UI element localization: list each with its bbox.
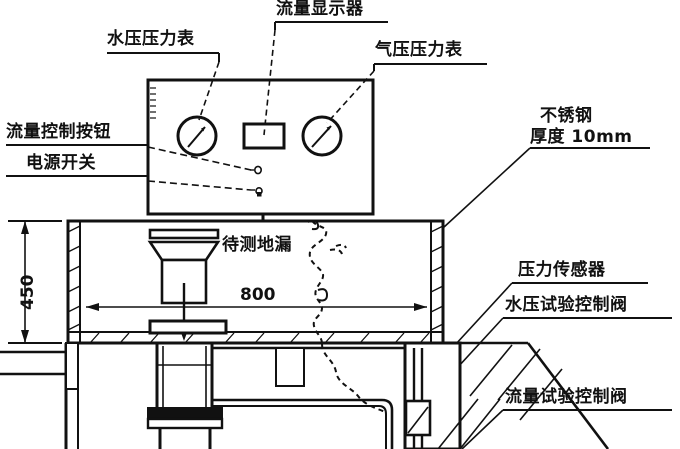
right-base-hatch [469, 344, 563, 421]
label-air-pressure-gauge: 气压压力表 [375, 40, 463, 60]
drain-pedestal [148, 319, 228, 335]
leader-flow-button [147, 146, 252, 171]
label-flow-display: 流量显示器 [276, 0, 364, 19]
label-stainless-steel: 不锈钢 [540, 106, 593, 126]
control-panel-group [146, 78, 375, 221]
label-pressure-sensor: 压力传感器 [518, 260, 606, 280]
downpipe-flange-upper [147, 407, 223, 418]
dim450-arrow-bottom [21, 330, 29, 343]
dimension-text-450: 450 [18, 274, 38, 311]
dimension-text-800: 800 [240, 285, 276, 305]
sensor-tubing-dashed [308, 220, 387, 413]
dimension-450 [8, 220, 62, 344]
flow-control-button-knob[interactable] [250, 165, 263, 175]
valve-column-hatch [437, 398, 501, 449]
label-flow-test-control-valve: 流量试验控制阀 [505, 387, 628, 407]
water-pressure-gauge-dial[interactable] [176, 115, 218, 157]
power-switch-toggle[interactable] [251, 187, 263, 197]
dim800-arrow-left [86, 303, 99, 311]
dim800-arrow-right [414, 303, 427, 311]
pressure-sensor-hatch [407, 406, 429, 434]
label-water-pressure-test-valve: 水压试验控制阀 [505, 295, 628, 315]
tubing-loops [307, 219, 329, 302]
leader-water-gauge [198, 61, 220, 121]
right-base-slant [526, 342, 610, 449]
dim450-arrow-top [21, 221, 29, 234]
horizontal-pipe-outer [212, 398, 394, 449]
tank-bottom-wall-hatch [89, 332, 430, 344]
cabinet-inner-box [275, 347, 305, 387]
leader-power-switch [147, 180, 252, 191]
floor-drain-fixture [147, 228, 221, 341]
leader-stainless [442, 147, 531, 229]
tank-left-wall-hatch [67, 225, 81, 331]
panel-edge-ticks [150, 87, 156, 119]
air-pressure-gauge-dial[interactable] [301, 115, 343, 157]
base-structure-group [0, 319, 610, 449]
tubing-branch-dashed [329, 243, 347, 255]
drain-cap-plate [148, 228, 220, 240]
label-flow-control-button: 流量控制按钮 [6, 122, 111, 142]
label-drain-under-test: 待测地漏 [222, 235, 292, 255]
drain-funnel [147, 240, 221, 262]
leader-air-gauge [326, 70, 375, 124]
leader-flow-display [263, 29, 276, 136]
dimension-800 [86, 303, 427, 311]
stand-left-block [65, 342, 79, 390]
label-power-switch: 电源开关 [26, 153, 96, 173]
tank-right-wall-hatch [430, 225, 444, 331]
flow-display-window[interactable] [242, 122, 286, 150]
downpipe-flange-lower [146, 417, 224, 430]
label-water-pressure-gauge: 水压压力表 [107, 29, 195, 49]
leader-flow-valve [461, 409, 504, 449]
label-thickness: 厚度 10mm [530, 127, 633, 147]
horizontal-pipe-inner [212, 405, 387, 449]
